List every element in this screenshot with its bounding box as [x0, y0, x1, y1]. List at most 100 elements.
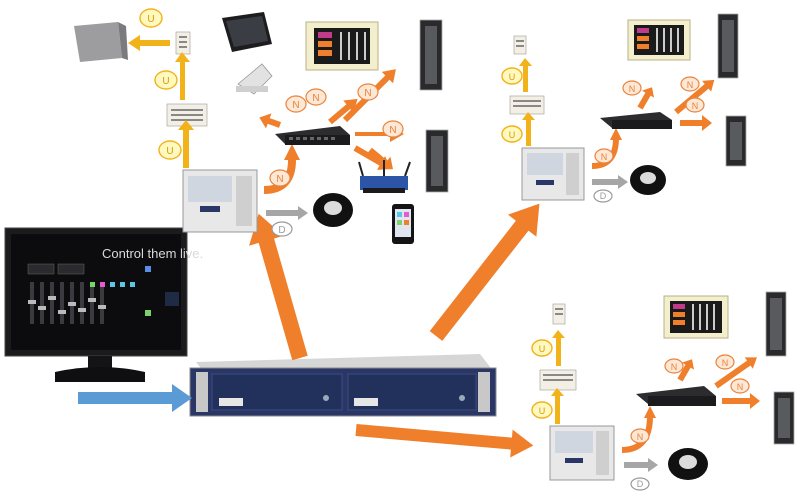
- wall-keypad-icon: [166, 103, 208, 127]
- dimmer-pack-icon: [521, 147, 585, 201]
- net-arrow: [353, 145, 392, 170]
- network-switch-icon: [275, 126, 350, 145]
- svg-text:N: N: [671, 362, 678, 372]
- badge-n: N: [730, 378, 750, 394]
- svg-text:U: U: [539, 344, 546, 354]
- unit-arrow: [522, 112, 535, 146]
- touch-panel-icon: [663, 295, 729, 339]
- dali-arrow: [624, 458, 658, 472]
- svg-text:U: U: [539, 406, 546, 416]
- rack-tower-icon: [419, 19, 443, 91]
- svg-text:U: U: [509, 72, 516, 82]
- wall-keypad-icon: [552, 303, 566, 325]
- rack-tower-icon: [725, 115, 747, 167]
- net-arrow: [637, 87, 655, 110]
- badge-u: U: [158, 140, 182, 160]
- net-arrow: [674, 79, 715, 115]
- link-arrow-bottom-right: [355, 424, 534, 458]
- svg-text:N: N: [364, 88, 371, 99]
- svg-text:N: N: [737, 382, 744, 392]
- badge-n: N: [622, 80, 642, 96]
- badge-d: D: [630, 477, 650, 491]
- rack-controller-icon: [189, 354, 497, 417]
- svg-text:U: U: [509, 130, 516, 140]
- svg-text:D: D: [600, 191, 607, 201]
- badge-n: N: [269, 169, 291, 187]
- unit-arrow: [552, 330, 565, 366]
- downlight-icon: [313, 193, 353, 227]
- downlight-icon: [668, 448, 708, 480]
- net-arrow: [722, 393, 760, 409]
- badge-n: N: [664, 358, 684, 374]
- input-arrow: [78, 384, 192, 412]
- svg-text:U: U: [166, 146, 173, 157]
- svg-text:N: N: [292, 100, 299, 111]
- badge-n: N: [685, 97, 705, 113]
- downlight-icon: [630, 165, 666, 195]
- svg-text:N: N: [312, 93, 319, 104]
- unit-arrow: [519, 58, 532, 92]
- svg-text:N: N: [629, 84, 636, 94]
- enclosure-box-icon: [74, 22, 128, 62]
- badge-u: U: [531, 339, 553, 357]
- rack-tower-icon: [425, 129, 449, 193]
- badge-d: D: [271, 221, 293, 237]
- link-arrow-left: [249, 213, 308, 361]
- link-arrow-top-right: [429, 203, 540, 341]
- net-arrow: [680, 115, 712, 131]
- rack-tower-icon: [773, 391, 795, 445]
- badge-n: N: [715, 354, 735, 370]
- badge-n: N: [630, 428, 650, 444]
- dali-arrow: [592, 175, 628, 189]
- badge-u: U: [501, 67, 523, 85]
- desk-stand-icon: [236, 63, 273, 95]
- net-arrow: [328, 98, 358, 125]
- svg-text:D: D: [637, 479, 644, 489]
- wall-keypad-icon: [539, 369, 577, 391]
- badge-n: N: [357, 83, 379, 101]
- dimmer-pack-icon: [549, 425, 615, 481]
- svg-text:N: N: [637, 432, 644, 442]
- net-arrow: [677, 359, 695, 382]
- rack-tower-icon: [717, 13, 739, 79]
- svg-text:N: N: [692, 101, 699, 111]
- dimmer-pack-icon: [182, 169, 258, 233]
- svg-text:N: N: [722, 358, 729, 368]
- network-switch-icon: [600, 112, 672, 129]
- badge-u: U: [154, 70, 178, 90]
- wall-keypad-icon: [513, 35, 527, 55]
- badge-u: U: [531, 401, 553, 419]
- badge-n: N: [305, 88, 327, 106]
- badge-d: D: [593, 189, 613, 203]
- unit-arrow: [175, 52, 190, 100]
- rack-tower-icon: [765, 291, 787, 357]
- unit-arrow: [551, 388, 564, 424]
- wall-tablet-icon: [222, 12, 272, 52]
- badge-n: N: [382, 120, 404, 138]
- dali-arrow: [266, 206, 308, 220]
- control-monitor-icon: Control them live.: [4, 227, 203, 382]
- smartphone-icon: [392, 204, 414, 244]
- svg-text:U: U: [162, 76, 169, 87]
- badge-n: N: [680, 76, 700, 92]
- monitor-headline: Control them live.: [102, 246, 203, 261]
- svg-text:N: N: [601, 152, 608, 162]
- svg-text:N: N: [687, 80, 694, 90]
- wifi-router-icon: [358, 160, 411, 193]
- net-arrow: [368, 147, 393, 170]
- svg-text:D: D: [278, 225, 285, 236]
- wall-keypad-icon: [175, 31, 191, 55]
- svg-text:N: N: [389, 125, 396, 136]
- network-switch-icon: [636, 386, 716, 406]
- svg-text:U: U: [147, 14, 154, 25]
- net-arrow: [714, 357, 757, 389]
- badge-n: N: [594, 148, 614, 164]
- wall-keypad-icon: [509, 95, 545, 115]
- net-arrow: [259, 113, 282, 129]
- unit-arrow: [128, 35, 170, 51]
- unit-arrow: [178, 120, 194, 168]
- touch-panel-icon: [305, 21, 379, 71]
- badge-u: U: [501, 125, 523, 143]
- touch-panel-icon: [627, 19, 691, 61]
